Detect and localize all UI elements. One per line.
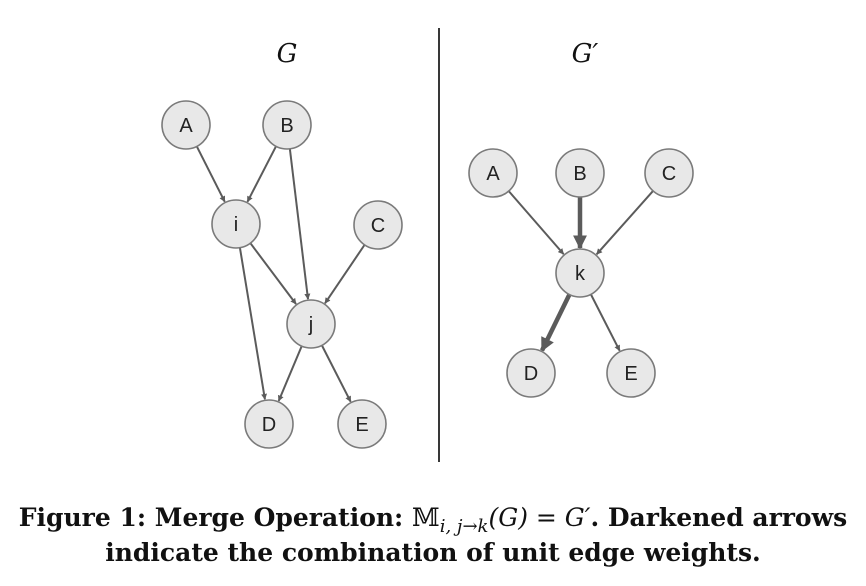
node-circle (555, 148, 605, 198)
node-label: E (624, 363, 637, 385)
edge-g-B-to-j (288, 148, 311, 300)
node-label: A (179, 115, 193, 137)
node-circle (468, 148, 518, 198)
node-g-A: A (161, 100, 211, 150)
edge-g-A-to-i (195, 145, 226, 203)
merge-operation-figure: G G′ A Bi CjD E A B CkD E (161, 28, 694, 462)
caption-line-2: indicate the combination of unit edge we… (105, 538, 761, 567)
node-circle (244, 399, 294, 449)
caption-suffix: . Darkened arrows (590, 503, 848, 532)
node-gprime-k: k (555, 248, 605, 298)
node-gprime-B: B (555, 148, 605, 198)
node-label: A (486, 163, 500, 185)
node-g-j: j (286, 299, 336, 349)
edge-g-j-to-E (321, 344, 352, 403)
node-circle (262, 100, 312, 150)
node-gprime-C: C (644, 148, 694, 198)
merge-operator-subscript: i, j→k (439, 516, 489, 537)
merge-operator-argument: (G) = G′ (488, 503, 591, 532)
graph-g-title: G (277, 39, 298, 69)
edge-g-i-to-D (238, 247, 268, 400)
node-g-C: C (353, 200, 403, 250)
merge-operator-symbol: 𝕄 (412, 503, 440, 532)
node-gprime-D: D (506, 348, 556, 398)
graph-gprime-title: G′ (572, 39, 599, 69)
node-label: C (662, 163, 676, 185)
edge-gprime-C-to-k (595, 190, 654, 255)
node-circle (286, 299, 336, 349)
edge-g-i-to-j (249, 242, 297, 305)
edge-g-j-to-D (277, 345, 303, 402)
caption-prefix: Figure 1: Merge Operation: (18, 503, 412, 532)
node-label: D (262, 414, 276, 436)
node-label: C (371, 215, 385, 237)
node-g-B: B (262, 100, 312, 150)
node-circle (161, 100, 211, 150)
node-gprime-E: E (606, 348, 656, 398)
node-label: B (573, 163, 586, 185)
figure-caption: Figure 1: Merge Operation: 𝕄i, j→k(G) = … (0, 500, 866, 570)
node-label: j (308, 314, 313, 336)
node-circle (337, 399, 387, 449)
node-circle (644, 148, 694, 198)
edge-gprime-A-to-k (507, 190, 565, 255)
node-circle (353, 200, 403, 250)
caption-math: 𝕄i, j→k(G) = G′ (412, 503, 591, 536)
node-circle (506, 348, 556, 398)
node-circle (606, 348, 656, 398)
edge-g-C-to-j (324, 244, 366, 304)
edge-gprime-k-to-E (590, 293, 621, 352)
node-label: B (280, 115, 293, 137)
node-label: k (575, 263, 586, 285)
node-g-E: E (337, 399, 387, 449)
node-label: i (234, 214, 238, 236)
nodes-layer: A Bi CjD E A B CkD E (161, 100, 694, 449)
node-g-i: i (211, 199, 261, 249)
node-g-D: D (244, 399, 294, 449)
edge-g-B-to-i (246, 145, 277, 203)
node-label: D (524, 363, 538, 385)
edge-gprime-k-to-D (539, 293, 572, 352)
node-label: E (355, 414, 368, 436)
node-circle (555, 248, 605, 298)
caption-line-1: Figure 1: Merge Operation: 𝕄i, j→k(G) = … (0, 500, 866, 536)
node-gprime-A: A (468, 148, 518, 198)
edges-layer (195, 145, 654, 403)
node-circle (211, 199, 261, 249)
